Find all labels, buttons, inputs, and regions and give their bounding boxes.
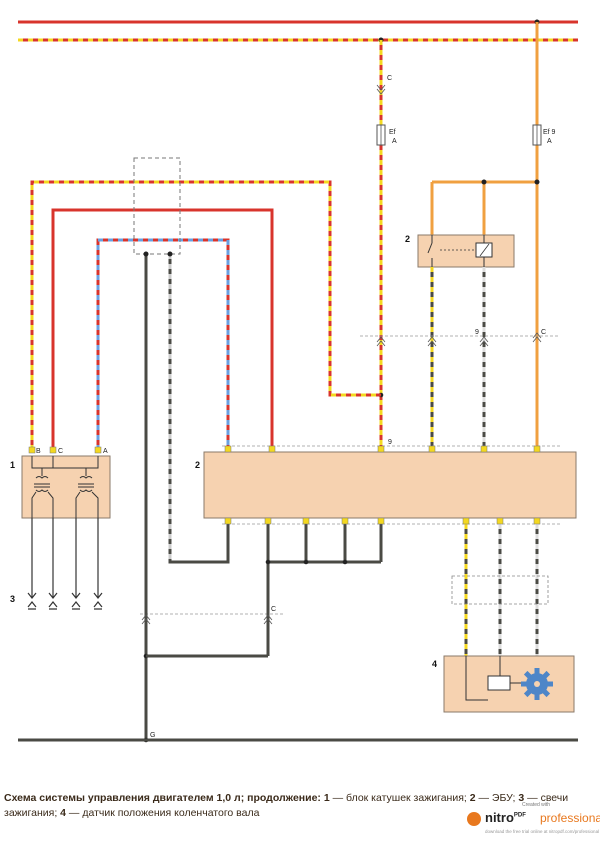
- shield-dark-wires: [143, 251, 230, 743]
- coil-a-wire: [96, 238, 230, 450]
- caption-n3: 3: [518, 792, 525, 804]
- coil-b-wire: [30, 180, 381, 450]
- ecu-top-pin: [377, 445, 385, 453]
- ecu-top-pin: [268, 445, 276, 453]
- logo-pdf: PDF: [513, 812, 526, 819]
- ecu-top-pin: [533, 445, 541, 453]
- component-number-ecu: 2: [195, 460, 200, 470]
- fuse-left-name: Ef: [389, 129, 396, 136]
- right-orange-branch: [430, 22, 542, 450]
- caption-t2: — ЭБУ;: [475, 792, 519, 804]
- caption-n2: 2: [469, 792, 476, 804]
- wire-label-c-top: C: [387, 75, 392, 82]
- relay-box: [417, 234, 515, 268]
- component-number-coil: 1: [10, 460, 15, 470]
- ecu-top-pin: [224, 445, 232, 453]
- nitro-pdf-logo: Created with nitroPDF professional downl…: [467, 802, 600, 838]
- spark-plug-leads: [27, 518, 103, 610]
- caption-t4: — датчик положения коленчатого вала: [66, 807, 260, 819]
- top-power-rails: [18, 19, 578, 43]
- ecu-top-pin: [480, 445, 488, 453]
- ecu-ground-wires: [141, 524, 383, 658]
- coil-pin-b: B: [36, 448, 41, 455]
- caption-title: Схема системы управления двигателем 1,0 …: [4, 792, 321, 804]
- relay-to-ecu-wires: [376, 267, 489, 450]
- wiring-diagram: C Ef A Ef 9 A 9 C 9 C G B C A 1 2 2 3 4: [10, 19, 578, 743]
- fuse-right-amp: A: [547, 138, 552, 145]
- ecu-bottom-pin: [462, 517, 470, 525]
- caption-n1: 1: [323, 792, 330, 804]
- shield-box: [133, 157, 181, 255]
- component-number-sensor: 4: [432, 659, 437, 669]
- figure-caption: Схема системы управления двигателем 1,0 …: [4, 791, 596, 821]
- ecu-bottom-pin: [302, 517, 310, 525]
- ecu-box: [203, 445, 577, 525]
- ecu-bottom-pin: [264, 517, 272, 525]
- fuse-left-amp: A: [392, 138, 397, 145]
- connector-dash-lines: [140, 335, 560, 615]
- caption-t1: — блок катушек зажигания;: [329, 792, 470, 804]
- coil-pin-a: A: [103, 448, 108, 455]
- ecu-bottom-pin: [377, 517, 385, 525]
- diagram-labels: C Ef A Ef 9 A 9 C 9 C G B C A 1 2 2 3 4: [10, 75, 556, 739]
- ecu-bottom-pin: [341, 517, 349, 525]
- ground-label: G: [150, 732, 155, 739]
- left-fuse-branch: [376, 40, 386, 450]
- wire-label-c-right: C: [541, 329, 546, 336]
- ecu-top-pin: [428, 445, 436, 453]
- crankshaft-sensor: [443, 655, 575, 713]
- caption-n4: 4: [60, 807, 67, 819]
- logo-created-with: Created with: [522, 802, 551, 808]
- component-number-plugs: 3: [10, 594, 15, 604]
- coil-c-wire: [51, 208, 274, 450]
- logo-professional: professional: [540, 811, 600, 825]
- ecu-bottom-pin: [533, 517, 541, 525]
- coil-pin-c: C: [58, 448, 63, 455]
- ecu-bottom-pin: [496, 517, 504, 525]
- ignition-coil-block: [21, 446, 111, 519]
- fuse-right-name: Ef 9: [543, 129, 556, 136]
- logo-fine-print: download the free trial online at nitrop…: [485, 829, 600, 834]
- logo-brand: nitro: [485, 810, 514, 825]
- wire-label-9-mid: 9: [475, 329, 479, 336]
- wire-label-9-ecu: 9: [388, 439, 392, 446]
- component-number-relay: 2: [405, 234, 410, 244]
- wire-label-c-bottom: C: [271, 606, 276, 613]
- nitro-logo-icon: [467, 812, 481, 826]
- caption-t3: — свечи зажигания;: [4, 792, 569, 819]
- ecu-bottom-pin: [224, 517, 232, 525]
